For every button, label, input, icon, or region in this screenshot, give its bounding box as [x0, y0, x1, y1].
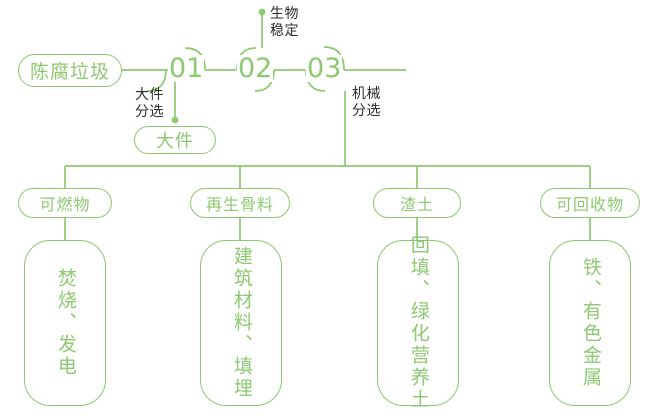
step-02[interactable]: 02: [237, 53, 274, 84]
node-destination-3-label: 回填、绿化营养土: [407, 235, 430, 411]
arc-02-lower: [254, 69, 275, 92]
node-destination-2-label: 建筑材料、填埋: [230, 246, 253, 400]
note-step-03: 机械 分选: [352, 86, 381, 119]
node-destination-1[interactable]: 焚烧、发电: [24, 240, 106, 406]
node-side-output[interactable]: 大件: [134, 126, 216, 154]
node-destination-4[interactable]: 铁、有色金属: [549, 240, 631, 406]
step-01[interactable]: 01: [168, 53, 205, 84]
node-destination-2[interactable]: 建筑材料、填埋: [200, 240, 282, 406]
node-category-2[interactable]: 再生骨料: [190, 188, 290, 218]
node-category-3[interactable]: 渣土: [373, 188, 461, 218]
node-category-4[interactable]: 可回收物: [540, 188, 640, 218]
step-03[interactable]: 03: [306, 53, 343, 84]
note-step-02: 生物 稳定: [270, 6, 299, 39]
node-destination-3[interactable]: 回填、绿化营养土: [377, 235, 459, 411]
node-category-1-label: 可燃物: [39, 195, 91, 214]
dot-note-biological: [258, 8, 266, 16]
arc-01-lower: [146, 69, 167, 92]
node-category-2-label: 再生骨料: [205, 195, 274, 214]
node-category-3-label: 渣土: [399, 195, 434, 214]
dot-note-bulky: [171, 116, 179, 124]
node-category-1[interactable]: 可燃物: [18, 188, 112, 218]
arc-01-upper: [184, 47, 206, 71]
node-destination-1-label: 焚烧、发电: [54, 268, 77, 378]
node-destination-4-label: 铁、有色金属: [579, 257, 602, 389]
node-source-label: 陈腐垃圾: [29, 61, 110, 83]
node-side-output-label: 大件: [156, 131, 194, 152]
note-step-01: 大件 分选: [135, 87, 164, 120]
node-source[interactable]: 陈腐垃圾: [18, 54, 122, 87]
arc-03-upper: [323, 46, 345, 71]
node-category-4-label: 可回收物: [555, 195, 624, 214]
